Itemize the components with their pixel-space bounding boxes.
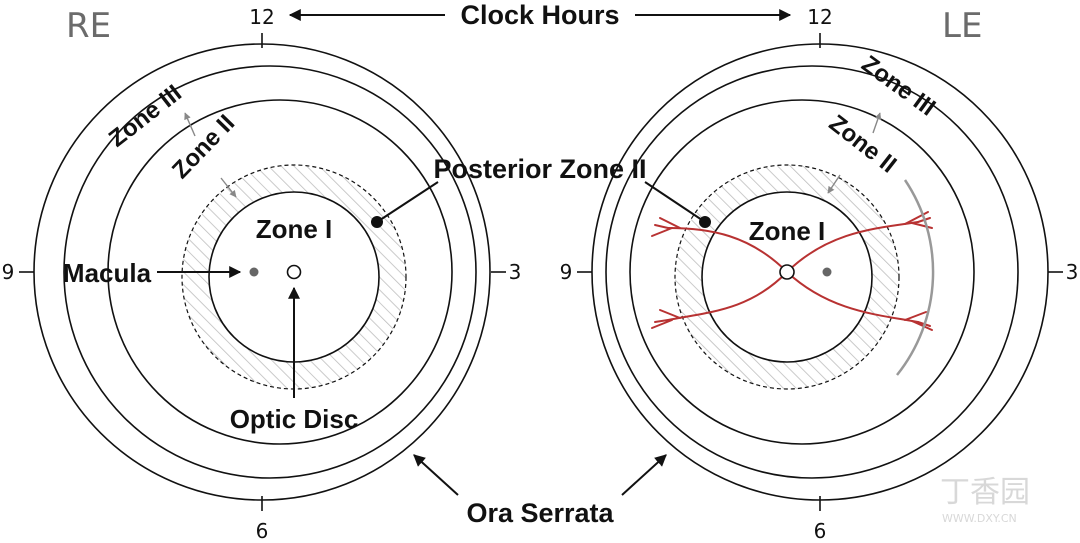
- ora-serrata-arrow-le: [621, 454, 667, 496]
- re-macula-dot: [249, 267, 259, 277]
- le-zone-two-arrow: [827, 174, 841, 194]
- ora-serrata-arrow-re: [413, 454, 459, 496]
- le-zone-one-label: Zone I: [749, 216, 826, 246]
- re-zone-two-arrow: [220, 177, 237, 198]
- ora-serrata-label: Ora Serrata: [466, 498, 614, 528]
- le-clock-6: 6: [814, 519, 827, 543]
- re-optic-disc-label: Optic Disc: [230, 404, 359, 434]
- le-vascular-arc: [896, 179, 935, 376]
- clock-hours-header: Clock Hours: [288, 0, 792, 30]
- le-zone-three-boundary: [605, 65, 1019, 479]
- le-clock-9: 9: [560, 260, 573, 284]
- re-macula-label: Macula: [63, 258, 152, 288]
- le-vessel-branch-ln: [651, 309, 681, 329]
- re-zone-two-boundary: [107, 99, 453, 445]
- le-label: LE: [942, 6, 982, 46]
- le-optic-disc: [779, 264, 795, 280]
- ora-serrata-callout: Ora Serrata: [413, 454, 667, 528]
- le-zone-two-label: Zone II: [824, 110, 902, 179]
- le-zone-three-label: Zone III: [856, 50, 940, 121]
- le-zone-one-boundary: [701, 191, 873, 363]
- le-posterior-zone-two-dashed: [674, 164, 900, 390]
- watermark-brand: 丁香园: [940, 475, 1030, 510]
- re-zone-two-label: Zone II: [167, 110, 240, 184]
- re-zone-one-label: Zone I: [256, 214, 333, 244]
- posterior-zone-two-leader-le: [644, 181, 706, 223]
- re-clock-9: 9: [2, 260, 15, 284]
- watermark: 丁香园 WWW.DXY.CN: [940, 475, 1030, 525]
- re-clock-6: 6: [256, 519, 269, 543]
- le-macula-dot: [822, 267, 832, 277]
- right-eye-diagram: RE 12 6 9 3 Zone III Zone II Zone I Macu…: [2, 5, 522, 543]
- re-zone-three-boundary: [63, 65, 477, 479]
- posterior-zone-two-callout: Posterior Zone II: [376, 154, 706, 223]
- re-label: RE: [66, 6, 111, 46]
- left-eye-diagram: LE 12 6 9 3 Zone III Zone II Zone I: [560, 5, 1079, 543]
- le-vessel-branch-ut: [904, 211, 933, 229]
- re-optic-disc: [286, 264, 302, 280]
- le-vessel-lower-nasal: [667, 271, 788, 321]
- posterior-zone-two-label: Posterior Zone II: [433, 154, 646, 184]
- watermark-url: WWW.DXY.CN: [942, 512, 1017, 525]
- re-clock-3: 3: [509, 260, 522, 284]
- posterior-zone-two-leader-re: [376, 181, 439, 223]
- le-vessel-upper-nasal: [667, 227, 788, 273]
- re-zone-three-arrow: [184, 112, 196, 137]
- le-zone-three-arrow: [872, 112, 882, 134]
- le-clock-3: 3: [1066, 260, 1079, 284]
- le-zone-two-boundary: [629, 99, 975, 445]
- le-outer-circle: [591, 43, 1049, 501]
- le-clock-12: 12: [807, 5, 832, 29]
- re-clock-12: 12: [249, 5, 274, 29]
- le-vessel-branch-un: [651, 217, 681, 237]
- re-zone-three-label: Zone III: [104, 80, 187, 153]
- clock-hours-title: Clock Hours: [460, 0, 619, 30]
